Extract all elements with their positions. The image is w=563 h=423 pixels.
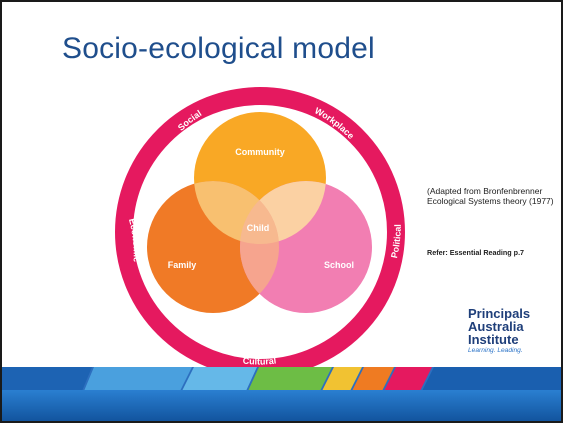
family-label: Family	[168, 260, 197, 270]
footer-bar	[2, 390, 561, 421]
source-caption: (Adapted from Bronfenbrenner Ecological …	[427, 186, 554, 206]
slide-title: Socio-ecological model	[62, 32, 375, 65]
logo-line-1: Principals	[468, 306, 531, 321]
school-label: School	[324, 260, 354, 270]
reading-reference: Refer: Essential Reading p.7	[427, 248, 525, 257]
community-label: Community	[235, 147, 285, 157]
logo-line-3: Institute	[468, 332, 519, 347]
institute-logo: Principals Australia Institute Learning.…	[468, 307, 553, 355]
ring-label-cultural: Cultural	[242, 356, 276, 367]
decorative-color-band	[2, 367, 561, 391]
child-label: Child	[247, 223, 270, 233]
logo-line-2: Australia	[468, 319, 524, 334]
logo-tagline: Learning. Leading.	[468, 347, 523, 354]
community-family-overlap	[194, 181, 279, 244]
community-school-overlap	[240, 181, 326, 244]
